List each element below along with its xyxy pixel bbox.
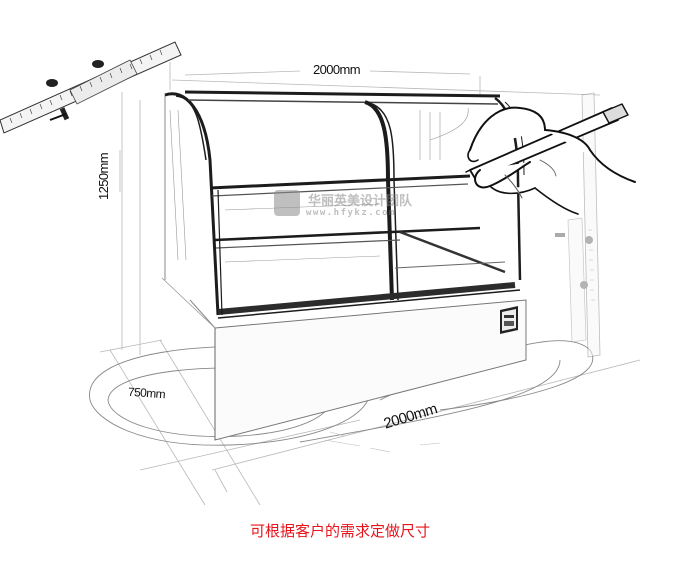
- dimension-height: 1250mm: [96, 153, 111, 200]
- floor-scale-marks: [324, 431, 441, 453]
- watermark-name: 华丽英美设计团队: [308, 194, 413, 209]
- dimension-top-width: 2000mm: [313, 62, 361, 77]
- watermark-url: www.hfykz.com: [306, 208, 396, 218]
- cabinet-base: [161, 95, 527, 441]
- dimension-depth: 750mm: [127, 384, 166, 402]
- custom-size-caption: 可根据客户的需求定做尺寸: [249, 522, 430, 540]
- hand-with-pencil-icon: [465, 103, 636, 215]
- sketch-shading: [169, 107, 469, 263]
- cabinet-glass-frame: [164, 90, 525, 319]
- vernier-caliper-left-icon: [0, 41, 182, 134]
- construction-lines: [99, 62, 641, 506]
- temperature-display-icon: [500, 306, 518, 334]
- watermark: 华丽英美设计团队 www.hfykz.com: [270, 186, 460, 236]
- watermark-logo-icon: [274, 190, 300, 216]
